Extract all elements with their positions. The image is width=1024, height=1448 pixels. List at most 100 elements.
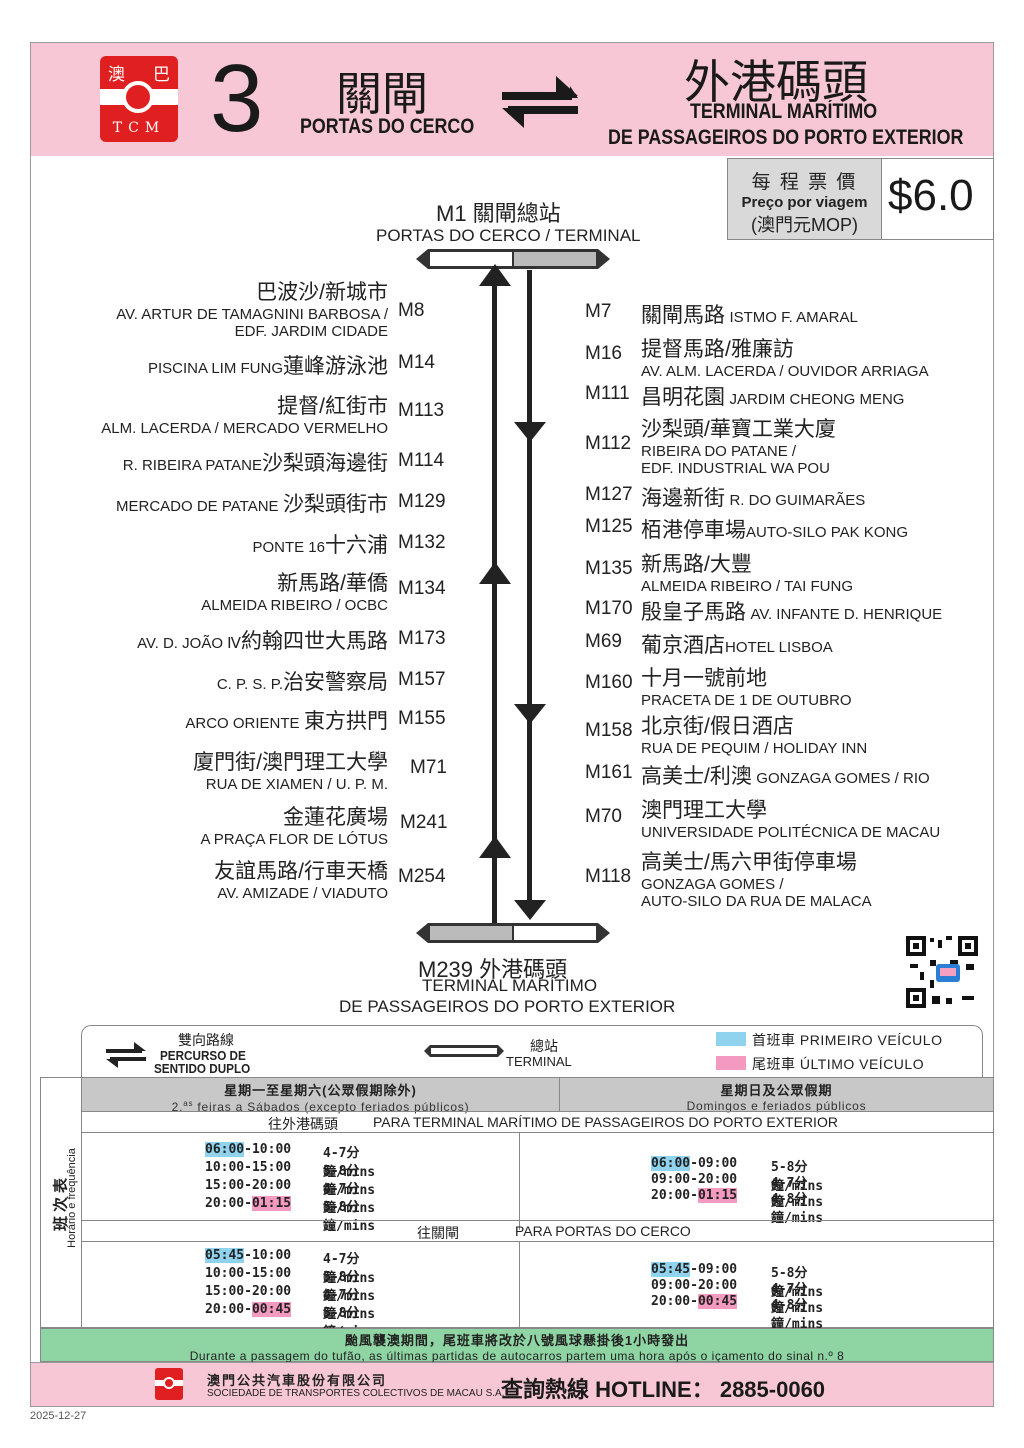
qr-code-icon[interactable] bbox=[906, 936, 978, 1008]
direction2-header: 往關閘 PARA PORTAS DO CERCO bbox=[82, 1220, 993, 1242]
stop-zh: 殷皇子馬路 bbox=[641, 601, 746, 624]
stop-zh: 廈門街/澳門理工大學 bbox=[193, 751, 388, 774]
route-number: 3 bbox=[210, 45, 264, 152]
stop-zh: 高美士/利澳 bbox=[641, 765, 752, 788]
stop-zh: 沙梨頭海邊街 bbox=[262, 452, 388, 475]
stop-zh: 十月一號前地 bbox=[641, 667, 767, 690]
tcm-logo: 澳 巴 TCM bbox=[100, 56, 178, 142]
legend-two-way-pt2: SENTIDO DUPLO bbox=[154, 1061, 251, 1076]
legend-terminal-zh: 總站 bbox=[530, 1038, 558, 1054]
fare-currency: (澳門元MOP) bbox=[751, 215, 858, 235]
time-range: 20:00- bbox=[205, 1196, 252, 1211]
stop-code: M111 bbox=[585, 383, 630, 404]
holiday-zh: 星期日及公眾假期 bbox=[720, 1083, 833, 1098]
stop-zh: 海邊新街 bbox=[641, 487, 725, 510]
time-range: 20:00- bbox=[651, 1188, 698, 1203]
weekday-header: 星期一至星期六(公眾假期除外) 2.as feiras a Sábados (e… bbox=[82, 1078, 560, 1114]
stop-pt: ISTMO F. AMARAL bbox=[729, 309, 858, 326]
hotline[interactable]: 查詢熱線 HOTLINE： 2885-0060 bbox=[501, 1372, 825, 1404]
time-range: -09:00 bbox=[690, 1262, 738, 1277]
stop-left: PISCINA LIM FUNG蓮峰游泳池 bbox=[148, 350, 388, 380]
print-date: 2025-12-27 bbox=[30, 1410, 87, 1422]
divider bbox=[519, 1132, 520, 1230]
last-time: 01:15 bbox=[697, 1188, 738, 1203]
stop-code: M173 bbox=[398, 628, 446, 649]
stop-code: M7 bbox=[585, 301, 612, 322]
last-bus-swatch bbox=[716, 1056, 746, 1070]
stop-right: 關閘馬路 ISTMO F. AMARAL bbox=[641, 299, 858, 329]
dir2-zh: 往關閘 bbox=[417, 1225, 459, 1241]
stop-pt: ALMEIDA RIBEIRO / TAI FUNG bbox=[641, 578, 853, 595]
terminal-top-marker bbox=[416, 249, 610, 269]
stop-pt2: EDF. JARDIM CIDADE bbox=[234, 323, 388, 340]
legend-last-pt: ÚLTIMO VEÍCULO bbox=[799, 1056, 925, 1072]
terminal-top-subtitle: PORTAS DO CERCO / TERMINAL bbox=[376, 226, 641, 245]
fare-box: 每 程 票 價 Preço por viagem (澳門元MOP) $6.0 bbox=[727, 158, 994, 240]
stop-code: M114 bbox=[398, 450, 445, 471]
holiday-pt: Domingos e feriados públicos bbox=[686, 1099, 867, 1113]
stop-zh: 栢港停車場 bbox=[641, 519, 746, 542]
terminal-legend-icon bbox=[424, 1045, 504, 1057]
stop-pt: AV. AMIZADE / VIADUTO bbox=[217, 885, 388, 902]
time-range: 20:00- bbox=[205, 1302, 252, 1317]
stop-left: 巴波沙/新城市 AV. ARTUR DE TAMAGNINI BARBOSA /… bbox=[116, 276, 388, 340]
footer-logo-icon bbox=[155, 1368, 183, 1400]
stop-left: 新馬路/華僑 ALMEIDA RIBEIRO / OCBC bbox=[201, 567, 388, 614]
weekday-pt-a: 2. bbox=[171, 1100, 184, 1114]
stop-code: M14 bbox=[398, 352, 435, 373]
frequency: 4-7分鐘/mins bbox=[771, 1282, 824, 1316]
weekday-zh: 星期一至星期六(公眾假期除外) bbox=[224, 1083, 417, 1098]
destination-pt-line1: TERMINAL MARÍTIMO bbox=[690, 100, 878, 123]
time-range: 15:00-20:00 bbox=[205, 1284, 292, 1299]
time-range: 10:00-15:00 bbox=[205, 1160, 292, 1175]
legend-terminal-pt: TERMINAL bbox=[506, 1054, 572, 1069]
first-time: 06:00 bbox=[205, 1142, 245, 1157]
company-zh: 澳門公共汽車股份有限公司 bbox=[207, 1373, 388, 1388]
time-row: 20:00-00:455-8分鐘/mins bbox=[205, 1302, 375, 1340]
frequency: 4-7分鐘/mins bbox=[771, 1176, 824, 1210]
destination-zh: 外港碼頭 bbox=[684, 56, 868, 108]
time-range: 09:00-20:00 bbox=[651, 1278, 738, 1293]
stop-pt: HOTEL LISBOA bbox=[725, 639, 833, 656]
company-pt: SOCIEDADE DE TRANSPORTES COLECTIVOS DE M… bbox=[207, 1388, 505, 1399]
first-bus-swatch bbox=[716, 1032, 746, 1046]
frequency: 5-8分鐘/mins bbox=[771, 1160, 824, 1194]
first-time: 05:45 bbox=[651, 1262, 691, 1277]
terminal-bottom-line1: TERMINAL MARÍTIMO bbox=[422, 976, 598, 995]
stop-zh: 關閘馬路 bbox=[641, 304, 725, 327]
stop-pt: PONTE 16 bbox=[252, 539, 325, 556]
stop-zh: 北京街/假日酒店 bbox=[641, 715, 794, 738]
legend-last: 尾班車 ÚLTIMO VEÍCULO bbox=[752, 1054, 924, 1074]
divider bbox=[519, 1241, 520, 1327]
logo-text: TCM bbox=[112, 120, 166, 136]
stop-zh: 提督馬路/雅廉訪 bbox=[641, 338, 794, 361]
hotline-zh: 查詢熱線 bbox=[501, 1377, 590, 1402]
route-line-right bbox=[527, 270, 532, 910]
stop-code: M8 bbox=[398, 300, 425, 321]
stop-code: M132 bbox=[398, 532, 446, 553]
timetable-side-label: 班次表 Horário e frequência bbox=[41, 1078, 82, 1327]
stop-zh: 巴波沙/新城市 bbox=[256, 281, 388, 304]
time-range: 10:00-15:00 bbox=[205, 1266, 292, 1281]
hotline-number[interactable]: 2885-0060 bbox=[719, 1377, 826, 1402]
frequency: 4-7分鐘/mins bbox=[323, 1252, 376, 1286]
stop-code: M134 bbox=[398, 578, 446, 599]
stop-code: M70 bbox=[585, 806, 622, 827]
stop-pt: GONZAGA GOMES / bbox=[641, 876, 784, 893]
stop-code: M170 bbox=[585, 598, 633, 619]
two-way-arrows-icon bbox=[502, 76, 578, 128]
last-time: 00:45 bbox=[697, 1294, 738, 1309]
frequency: 5-8分鐘/mins bbox=[323, 1200, 376, 1234]
stop-pt2: AUTO-SILO DA RUA DE MALACA bbox=[641, 893, 872, 910]
stop-code: M127 bbox=[585, 484, 633, 505]
footer: 澳門公共汽車股份有限公司 SOCIEDADE DE TRANSPORTES CO… bbox=[30, 1362, 994, 1407]
